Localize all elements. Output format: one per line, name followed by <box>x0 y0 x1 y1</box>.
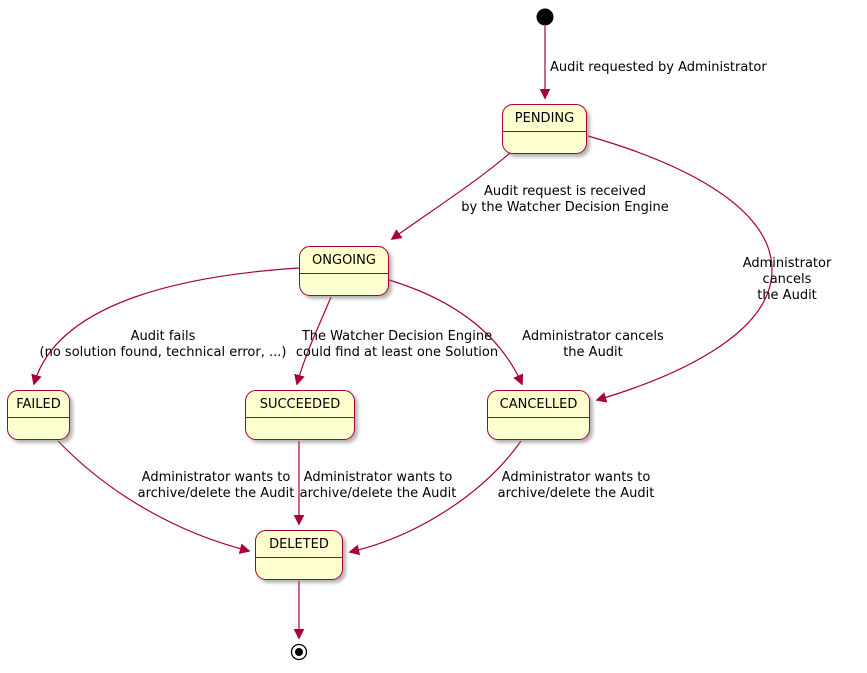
state-cancelled-divider <box>488 417 589 418</box>
edge-label-pending-to-ongoing: Audit request is received by the Watcher… <box>461 184 669 215</box>
state-deleted: DELETED <box>255 530 343 580</box>
state-succeeded-divider <box>246 417 354 418</box>
state-failed: FAILED <box>7 390 70 440</box>
arrow-ongoing-to-failed <box>31 267 300 386</box>
initial-state-dot <box>536 8 554 26</box>
final-state-icon <box>290 643 308 661</box>
state-pending-divider <box>503 131 586 132</box>
edge-label-cancelled-to-deleted: Administrator wants to archive/delete th… <box>497 470 655 501</box>
state-failed-divider <box>8 417 69 418</box>
edge-label-ongoing-to-succeeded: The Watcher Decision Engine could find a… <box>295 329 499 360</box>
arrow-cancelled-to-deleted <box>348 440 522 556</box>
edge-label-ongoing-to-cancelled: Administrator cancels the Audit <box>522 329 664 360</box>
state-succeeded-label: SUCCEEDED <box>259 396 341 412</box>
state-cancelled-label: CANCELLED <box>499 396 578 412</box>
state-pending: PENDING <box>502 104 587 154</box>
state-pending-label: PENDING <box>514 110 575 126</box>
arrow-ongoing-to-cancelled <box>388 279 524 386</box>
edge-label-failed-to-deleted: Administrator wants to archive/delete th… <box>137 470 295 501</box>
state-deleted-label: DELETED <box>269 536 329 552</box>
state-ongoing: ONGOING <box>299 246 389 296</box>
state-deleted-divider <box>256 557 342 558</box>
arrow-pending-to-cancelled <box>587 135 773 403</box>
edge-label-ongoing-to-failed: Audit fails (no solution found, technica… <box>39 329 287 360</box>
state-failed-label: FAILED <box>16 396 61 412</box>
edge-label-succeeded-to-deleted: Administrator wants to archive/delete th… <box>299 470 457 501</box>
edge-label-initial-to-pending: Audit requested by Administrator <box>550 60 767 75</box>
state-ongoing-divider <box>300 273 388 274</box>
state-cancelled: CANCELLED <box>487 390 590 440</box>
arrow-ongoing-to-succeeded <box>294 296 332 386</box>
state-ongoing-label: ONGOING <box>312 252 376 268</box>
arrow-pending-to-ongoing <box>390 152 511 240</box>
arrow-failed-to-deleted <box>57 440 251 554</box>
edge-label-pending-to-cancelled: Administrator cancels the Audit <box>742 256 832 303</box>
state-succeeded: SUCCEEDED <box>245 390 355 440</box>
